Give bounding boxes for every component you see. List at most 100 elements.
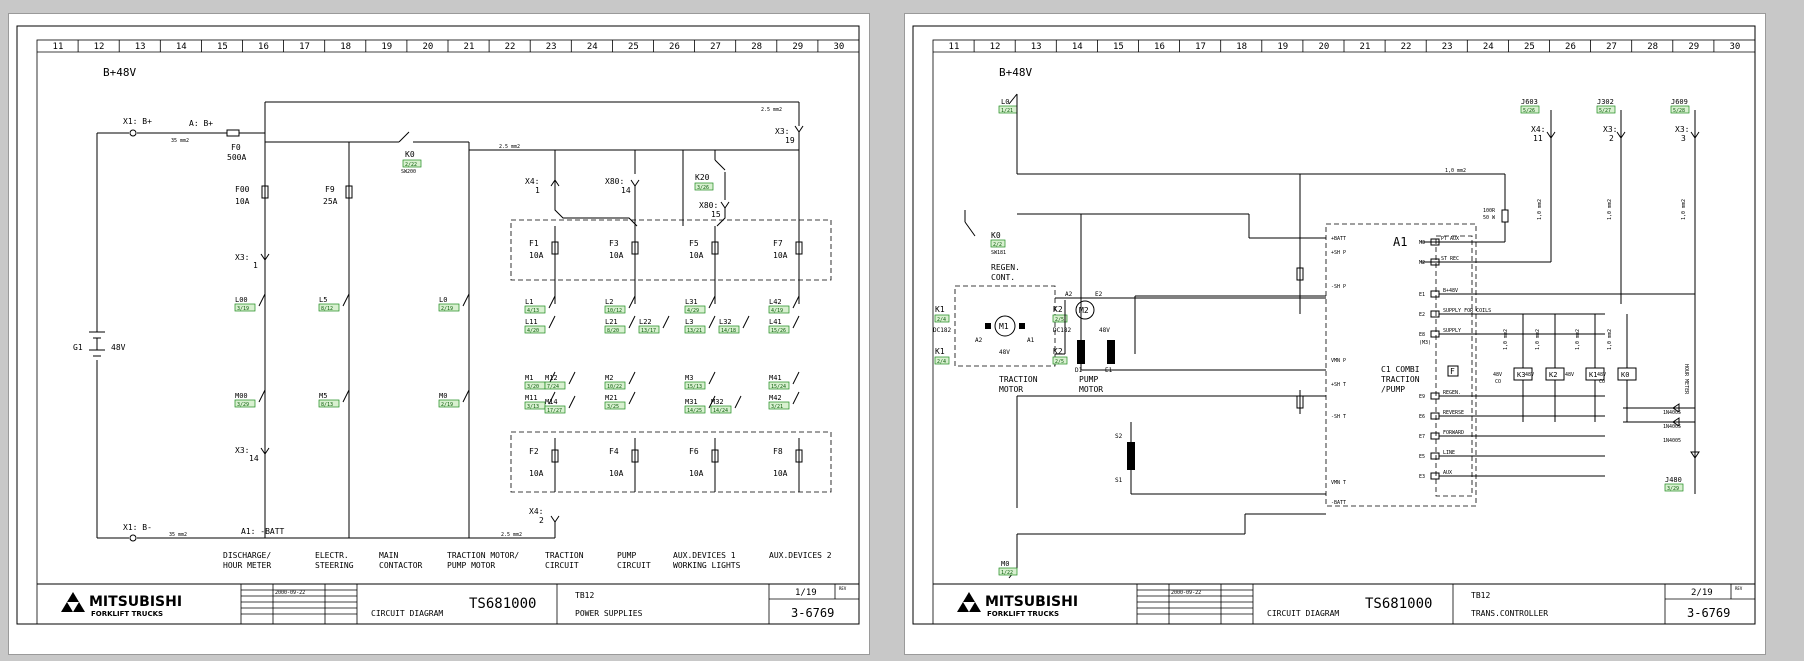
f5-fuse-icon xyxy=(711,241,719,255)
sheet2-subtitle: TRANS.CONTROLLER xyxy=(1471,609,1548,618)
column-number: 28 xyxy=(751,42,762,52)
x3-19-connector-icon xyxy=(794,125,804,133)
pt-aux-label: PT AUX xyxy=(1441,236,1459,242)
svg-text:10/22: 10/22 xyxy=(607,384,622,390)
io-e6_pin: E6 xyxy=(1419,414,1425,420)
x3-3-label: X3: xyxy=(1675,125,1689,134)
svg-text:2/22: 2/22 xyxy=(405,162,417,168)
io-terminal-icon xyxy=(1430,290,1440,298)
l41-tag: 15/26 xyxy=(768,325,790,334)
m42-tag: 3/21 xyxy=(768,401,790,410)
l0-label: L0 xyxy=(439,296,447,304)
io-m3_pin: M3 xyxy=(1419,240,1425,246)
m14-contact-icon xyxy=(568,395,576,409)
m3-tag: 15/13 xyxy=(684,381,706,390)
s2-label: S2 xyxy=(1115,433,1123,440)
sheet1-rev-label: REV xyxy=(839,586,847,591)
upper-fuse-group: X4: 1 X80: 14 K20 3/26 X80: 15 F110AF310… xyxy=(510,132,832,304)
k2b-mm: 1,0 mm2 xyxy=(1535,329,1541,350)
m5-label: M5 xyxy=(319,392,327,400)
io-terminal-icon xyxy=(1430,238,1440,246)
column-number: 18 xyxy=(1236,42,1247,52)
io-e5_pin: E5 xyxy=(1419,454,1425,460)
column-number: 16 xyxy=(258,42,269,52)
io-label-line: LINE xyxy=(1443,450,1455,456)
m3-label: M3 xyxy=(685,374,693,382)
column-number: 19 xyxy=(381,42,392,52)
l3-label: L3 xyxy=(685,318,693,326)
column-number: 26 xyxy=(1565,42,1576,52)
m1-48v-label: 48V xyxy=(999,349,1010,356)
m1-tag: 3/20 xyxy=(524,381,546,390)
svg-text:2/4: 2/4 xyxy=(937,317,946,323)
l11-tag: 4/20 xyxy=(524,325,546,334)
sheet2-model: TB12 xyxy=(1471,591,1490,600)
f7-fuse-icon xyxy=(795,241,803,255)
m2-motor-icon xyxy=(1075,300,1095,320)
f3-value: 10A xyxy=(609,251,624,260)
m00-label: M00 xyxy=(235,392,248,400)
fuse-box-lower xyxy=(510,431,832,493)
mm10-top-label: 1,0 mm2 xyxy=(1445,168,1466,174)
m12-label: M12 xyxy=(545,374,558,382)
l00-label: L00 xyxy=(235,296,248,304)
m0-label: M0 xyxy=(439,392,447,400)
column-number: 14 xyxy=(176,42,187,52)
company-name: MITSUBISHI xyxy=(985,594,1078,610)
pin-batt_m: -BATT xyxy=(1331,500,1346,506)
x4-1-num: 1 xyxy=(535,186,540,195)
svg-text:13/21: 13/21 xyxy=(687,328,702,334)
function-label-6: AUX.DEVICES 1 xyxy=(673,551,736,560)
x80-15-label: X80: xyxy=(699,201,718,210)
a1-controller-box xyxy=(1325,223,1477,507)
io-e9_pin: E9 xyxy=(1419,394,1425,400)
svg-text:2/5: 2/5 xyxy=(1055,317,1064,323)
x4-11-connector-icon xyxy=(1546,131,1556,139)
l42-label: L42 xyxy=(769,298,782,306)
regen-label: REGEN. xyxy=(991,263,1020,272)
k2b-tag: 2/5 xyxy=(1052,356,1068,365)
m0-tag: 2/19 xyxy=(438,399,460,408)
l42-tag: 4/19 xyxy=(768,305,790,314)
dc182-right-label: DC182 xyxy=(1053,327,1071,334)
j609-tag: 5/28 xyxy=(1670,105,1690,114)
j603-tag: 5/26 xyxy=(1520,105,1540,114)
sheet1-diagram-label: CIRCUIT DIAGRAM xyxy=(371,609,443,618)
io-label-regen_sig: REGEN. xyxy=(1443,390,1461,396)
diode1-label: 1N4005 xyxy=(1663,410,1681,416)
l0-label: L0 xyxy=(1001,98,1009,106)
l3-contact-icon xyxy=(708,315,716,329)
l11-contact-icon xyxy=(548,315,556,329)
r100-label: 100R xyxy=(1483,208,1496,214)
c1b-label: TRACTION xyxy=(1381,375,1420,384)
l32-tag: 14/18 xyxy=(718,325,740,334)
l1-tag: 4/13 xyxy=(524,305,546,314)
svg-text:15/26: 15/26 xyxy=(771,328,786,334)
j480-tag: 3/29 xyxy=(1664,483,1684,492)
x80-14-num: 14 xyxy=(621,186,631,195)
x3-1-connector-icon xyxy=(260,253,270,261)
f9-label: F9 xyxy=(325,185,335,194)
x80-14-label: X80: xyxy=(605,177,624,186)
column-number: 29 xyxy=(792,42,803,52)
function-label-1: ELECTR. xyxy=(315,551,349,560)
l21-tag: 8/20 xyxy=(604,325,626,334)
column-number: 12 xyxy=(94,42,105,52)
j603-label: J603 xyxy=(1521,98,1538,106)
f-box-icon xyxy=(1447,365,1459,377)
function-label-5: PUMP xyxy=(617,551,636,560)
k0-label: K0 xyxy=(991,231,1001,240)
svg-text:8/20: 8/20 xyxy=(607,328,619,334)
mitsubishi-logo-icon xyxy=(963,592,975,602)
function-label-0: DISCHARGE/ xyxy=(223,551,271,560)
l1-contact-icon xyxy=(548,295,556,309)
column-number: 17 xyxy=(299,42,310,52)
m21-label: M21 xyxy=(605,394,618,402)
diode3-icon xyxy=(1690,451,1700,459)
svg-text:8/12: 8/12 xyxy=(321,306,333,312)
svg-text:2/2: 2/2 xyxy=(993,242,1002,248)
f0-label: F0 xyxy=(231,143,241,152)
